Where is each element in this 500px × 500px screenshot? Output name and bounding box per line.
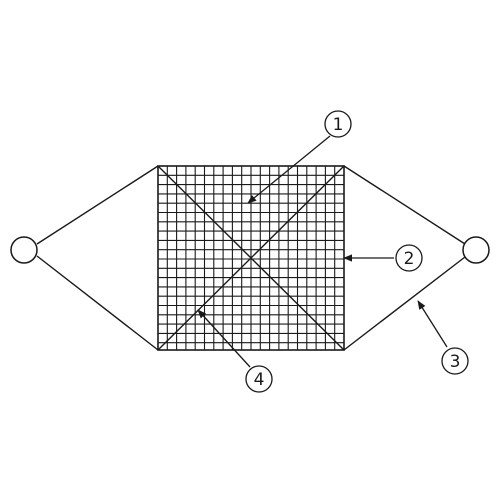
- callout-1-circle: [324, 110, 352, 138]
- callout-4-label: 4: [254, 370, 265, 390]
- callout-1: 1: [247, 110, 352, 204]
- left-bridle-lower: [36, 255, 159, 351]
- callout-3-circle: [441, 347, 469, 375]
- right-bridle-upper: [343, 165, 466, 245]
- callout-1-arrow: [247, 135, 331, 204]
- callout-2-label: 2: [404, 249, 415, 269]
- callout-3-label: 3: [450, 352, 461, 372]
- callout-2: 2: [343, 244, 423, 272]
- left-bridle-upper: [36, 165, 159, 245]
- callout-3-arrow: [417, 300, 448, 348]
- callout-4-arrow: [197, 309, 251, 368]
- right-ring: [462, 236, 490, 264]
- callout-3: 3: [417, 300, 469, 375]
- left-ring: [10, 236, 38, 264]
- mesh-diagonal-b: [157, 165, 345, 351]
- callout-2-circle: [395, 244, 423, 272]
- callout-4-circle: [245, 365, 273, 393]
- callout-1-label: 1: [333, 115, 344, 135]
- callout-4: 4: [197, 309, 273, 393]
- mesh-grid: [158, 166, 344, 350]
- right-bridle-lower: [343, 256, 466, 351]
